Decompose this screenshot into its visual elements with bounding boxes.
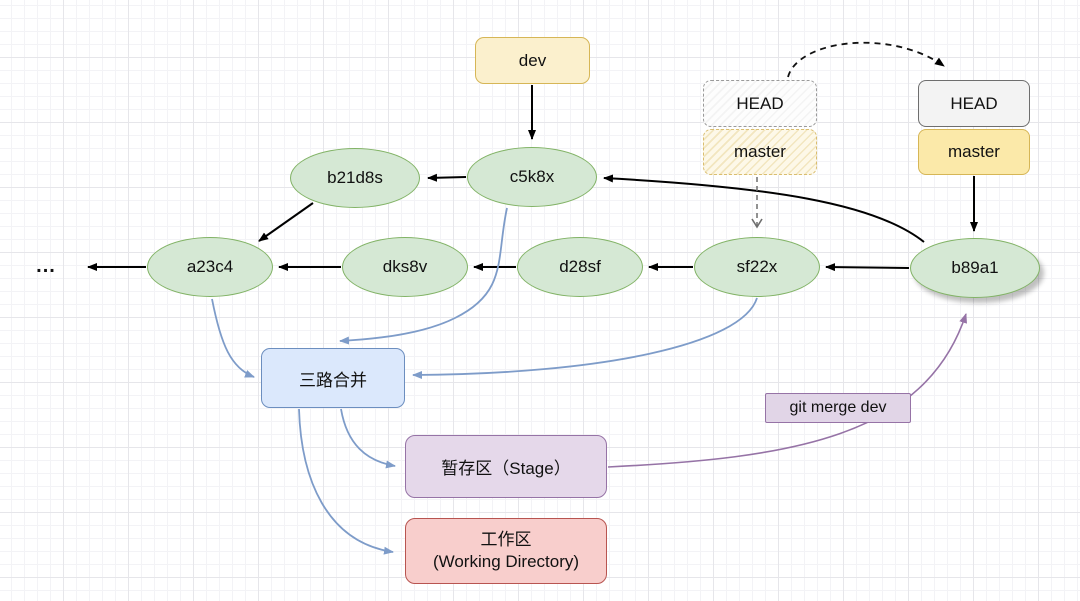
master-pointer-ghost-text: master — [734, 142, 786, 161]
master-pointer-ghost: master — [703, 129, 817, 175]
stage-area-box: 暂存区（Stage） — [405, 435, 607, 498]
edge-b89a1-to-c5k8x — [603, 174, 925, 243]
history-ellipsis: ... — [26, 250, 66, 282]
three-way-merge-box: 三路合并 — [261, 348, 405, 408]
commit-label: dks8v — [382, 257, 428, 276]
commit-label: d28sf — [559, 257, 601, 276]
commit-label: c5k8x — [509, 167, 555, 186]
edge-merge-to-stage — [340, 408, 396, 469]
edge-stage-to-b89a1 — [607, 313, 967, 468]
head-pointer-text: HEAD — [950, 93, 998, 113]
head-pointer-ghost-text: HEAD — [736, 93, 784, 113]
edge-merge-to-working — [298, 408, 394, 555]
commit-node-d28sf: d28sf — [517, 237, 643, 297]
edge-b21d8s-to-a23c4 — [258, 202, 314, 242]
git-merge-dev-label: git merge dev — [765, 393, 911, 423]
commit-label: a23c4 — [186, 257, 234, 276]
commit-node-b21d8s: b21d8s — [290, 148, 420, 208]
head-pointer-ghost: HEAD — [703, 80, 817, 127]
working-directory-box: 工作区 (Working Directory) — [405, 518, 607, 584]
three-way-merge-text: 三路合并 — [299, 370, 367, 390]
branch-label-dev: dev — [475, 37, 590, 84]
edge-sf22x-to-merge — [412, 297, 758, 379]
master-pointer: master — [918, 129, 1030, 175]
history-ellipsis-text: ... — [36, 254, 56, 277]
working-directory-text-line1: 工作区 — [480, 529, 532, 549]
commit-label: b21d8s — [327, 168, 383, 187]
working-directory-text-line2: (Working Directory) — [432, 552, 580, 571]
edge-a23c4-to-merge — [211, 298, 255, 378]
edge-c5k8x-to-merge — [339, 207, 508, 345]
commit-node-b89a1: b89a1 — [910, 238, 1040, 298]
commit-node-c5k8x: c5k8x — [467, 147, 597, 207]
commit-node-a23c4: a23c4 — [147, 237, 273, 297]
branch-label-dev-text: dev — [518, 50, 547, 70]
commit-node-sf22x: sf22x — [694, 237, 820, 297]
commit-label: b89a1 — [951, 258, 999, 277]
git-merge-dev-text: git merge dev — [789, 399, 887, 416]
head-pointer: HEAD — [918, 80, 1030, 127]
master-pointer-text: master — [948, 142, 1000, 161]
edge-b89a1-to-sf22x — [825, 263, 910, 272]
edge-c5k8x-to-b21d8s — [427, 173, 467, 182]
commit-label: sf22x — [736, 257, 778, 276]
edge-head-ghost-to-head — [787, 41, 945, 78]
commit-node-dks8v: dks8v — [342, 237, 468, 297]
stage-area-text: 暂存区（Stage） — [441, 459, 571, 478]
